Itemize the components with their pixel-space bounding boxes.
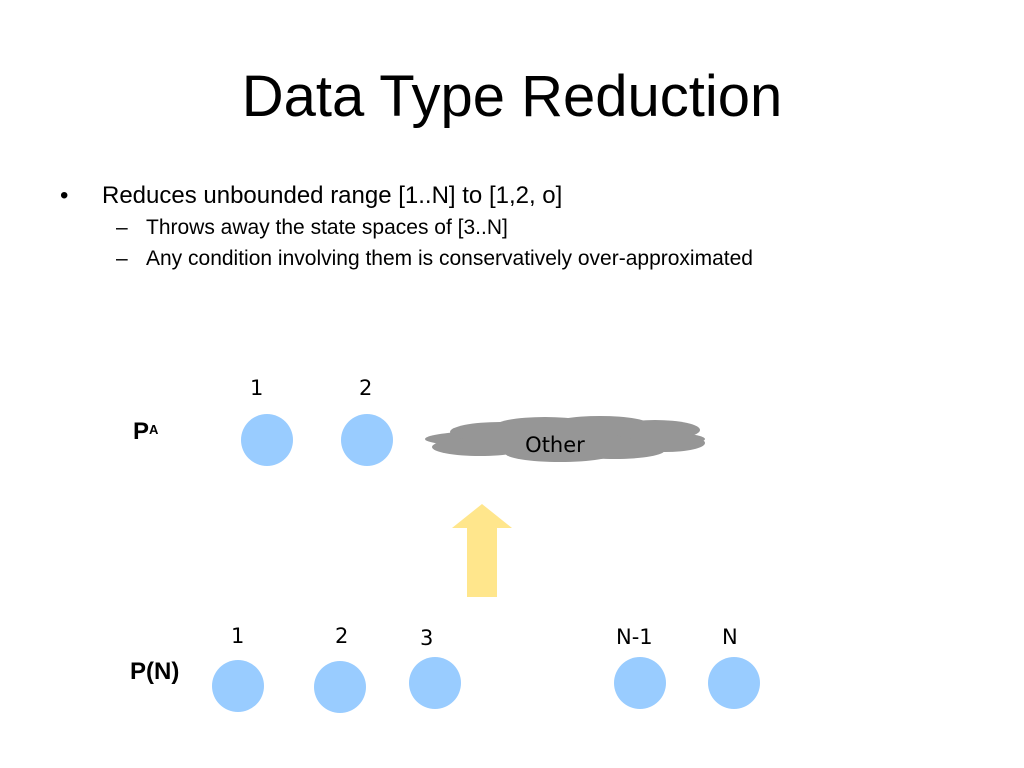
concrete-node-2 [314, 661, 366, 713]
abstract-node-2 [341, 414, 393, 466]
abstract-label-main: P [133, 418, 150, 445]
concrete-node-label: 3 [420, 626, 434, 650]
abstract-row-label: PA [133, 418, 158, 446]
abstract-label-sup: A [149, 422, 159, 437]
sub-bullet-text: Any condition involving them is conserva… [146, 247, 753, 270]
up-arrow [452, 504, 512, 597]
concrete-node-3 [409, 657, 461, 709]
abstract-node-label: 2 [359, 376, 373, 400]
dash-icon: – [116, 216, 128, 239]
concrete-node-label: 2 [335, 624, 349, 648]
concrete-row-label: P(N) [130, 658, 180, 685]
bullet-text: Reduces unbounded range [1..N] to [1,2, … [102, 182, 563, 209]
bullet-list: • Reduces unbounded range [1..N] to [1,2… [60, 180, 753, 274]
abstract-node-label: 1 [250, 376, 264, 400]
slide-title: Data Type Reduction [241, 64, 783, 129]
abstract-node-1 [241, 414, 293, 466]
concrete-node-label: N-1 [616, 625, 653, 649]
concrete-node-label: N [722, 625, 738, 649]
bullet-item: • Reduces unbounded range [1..N] to [1,2… [60, 180, 753, 212]
concrete-node-n-1 [614, 657, 666, 709]
cloud-label: Other [525, 433, 585, 457]
dash-icon: – [116, 247, 128, 270]
other-cloud [425, 416, 705, 462]
concrete-node-1 [212, 660, 264, 712]
bullet-dot-icon: • [60, 182, 69, 209]
sub-bullet-text: Throws away the state spaces of [3..N] [146, 216, 508, 239]
sub-bullet-item: – Throws away the state spaces of [3..N] [60, 212, 753, 243]
sub-bullet-item: – Any condition involving them is conser… [60, 243, 753, 274]
concrete-node-n [708, 657, 760, 709]
concrete-node-label: 1 [231, 624, 245, 648]
